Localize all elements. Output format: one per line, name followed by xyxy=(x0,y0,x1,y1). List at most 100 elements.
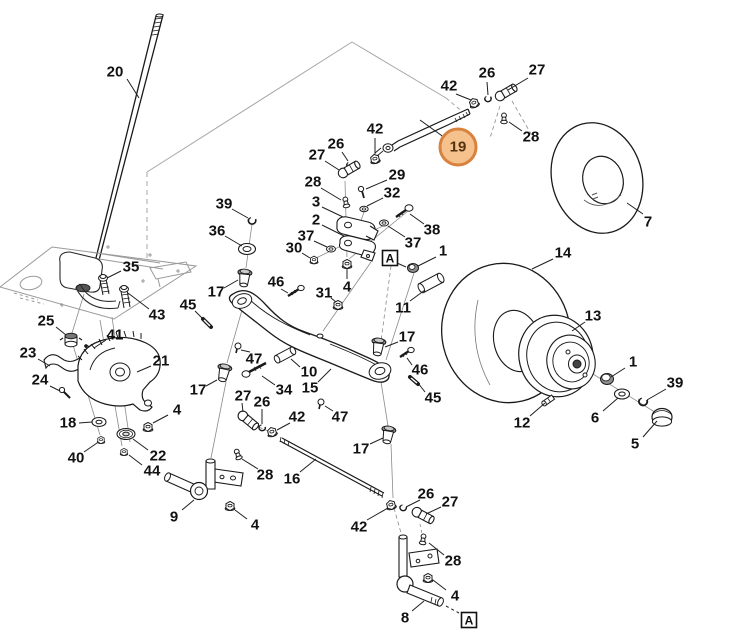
callout-26[interactable]: 26 xyxy=(418,486,435,503)
callout-27[interactable]: 27 xyxy=(235,388,252,405)
callout-17[interactable]: 17 xyxy=(208,284,225,301)
callout-28[interactable]: 28 xyxy=(445,553,462,570)
part-nut-31 xyxy=(332,299,344,311)
part-bushing-17c xyxy=(379,424,397,446)
callout-19[interactable]: 19 xyxy=(450,139,467,156)
callout-20[interactable]: 20 xyxy=(107,64,124,81)
callout-9[interactable]: 9 xyxy=(170,509,178,526)
part-nut-40 xyxy=(96,435,106,445)
part-ball-stud-47b xyxy=(317,398,325,410)
callout-17[interactable]: 17 xyxy=(353,441,370,458)
callout-23[interactable]: 23 xyxy=(20,345,37,362)
callout-3[interactable]: 3 xyxy=(312,194,320,211)
callout-leader xyxy=(194,310,204,320)
part-nut-42b xyxy=(368,153,382,165)
callout-leader xyxy=(261,375,276,386)
callout-7[interactable]: 7 xyxy=(644,214,652,231)
callout-leader xyxy=(83,442,98,453)
marker-leader xyxy=(396,262,407,268)
callout-17[interactable]: 17 xyxy=(399,329,416,346)
callout-28[interactable]: 28 xyxy=(523,129,540,146)
callout-24[interactable]: 24 xyxy=(32,372,49,389)
part-pin-45-left xyxy=(201,317,213,329)
callout-36[interactable]: 36 xyxy=(209,223,226,240)
callout-42[interactable]: 42 xyxy=(289,409,306,426)
callout-42[interactable]: 42 xyxy=(367,121,384,138)
callout-30[interactable]: 30 xyxy=(286,240,303,257)
callout-42[interactable]: 42 xyxy=(441,78,458,95)
callout-6[interactable]: 6 xyxy=(591,410,599,427)
callout-leader xyxy=(642,420,658,438)
callout-leader xyxy=(405,499,421,508)
part-clip-26a xyxy=(483,94,493,104)
callout-leader xyxy=(455,93,472,101)
callout-14[interactable]: 14 xyxy=(555,245,572,262)
callout-10[interactable]: 10 xyxy=(301,364,318,381)
callout-12[interactable]: 12 xyxy=(514,415,531,432)
part-bushing-17a xyxy=(235,267,253,288)
callout-4[interactable]: 4 xyxy=(343,279,352,296)
callout-29[interactable]: 29 xyxy=(389,167,406,184)
callout-32[interactable]: 32 xyxy=(384,185,401,202)
callout-4[interactable]: 4 xyxy=(451,588,460,605)
callout-27[interactable]: 27 xyxy=(442,494,459,511)
callout-15[interactable]: 15 xyxy=(302,380,319,397)
callout-39[interactable]: 39 xyxy=(667,375,684,392)
part-nut-42a xyxy=(467,96,481,110)
callout-leader xyxy=(411,600,425,612)
callout-18[interactable]: 18 xyxy=(60,415,77,432)
part-steering-shaft-20 xyxy=(92,13,164,271)
callout-27[interactable]: 27 xyxy=(529,62,546,79)
callout-5[interactable]: 5 xyxy=(631,436,639,453)
callout-44[interactable]: 44 xyxy=(144,463,161,480)
callout-26[interactable]: 26 xyxy=(254,394,271,411)
callout-1[interactable]: 1 xyxy=(439,243,447,260)
callout-31[interactable]: 31 xyxy=(316,285,333,302)
callout-25[interactable]: 25 xyxy=(38,313,55,330)
callout-21[interactable]: 21 xyxy=(153,353,170,370)
part-sleeve-10 xyxy=(273,346,297,364)
callout-leader xyxy=(602,397,619,412)
callout-8[interactable]: 8 xyxy=(401,610,409,627)
callout-26[interactable]: 26 xyxy=(479,65,496,82)
callout-45[interactable]: 45 xyxy=(180,297,197,314)
callout-27[interactable]: 27 xyxy=(309,147,326,164)
callout-leader xyxy=(205,379,218,387)
part-steering-support xyxy=(59,251,121,310)
callout-22[interactable]: 22 xyxy=(150,448,167,465)
callout-37[interactable]: 37 xyxy=(298,228,315,245)
callout-4[interactable]: 4 xyxy=(173,402,182,419)
callout-46[interactable]: 46 xyxy=(412,362,429,379)
callout-40[interactable]: 40 xyxy=(68,450,85,467)
callout-38[interactable]: 38 xyxy=(424,222,441,239)
callout-35[interactable]: 35 xyxy=(123,259,140,276)
callout-1[interactable]: 1 xyxy=(629,354,637,371)
callout-13[interactable]: 13 xyxy=(585,308,602,325)
callout-leader xyxy=(384,341,399,348)
callout-47[interactable]: 47 xyxy=(246,351,263,368)
callout-46[interactable]: 46 xyxy=(268,274,285,291)
callout-28[interactable]: 28 xyxy=(257,467,274,484)
highlighted-part-circle[interactable] xyxy=(438,127,478,167)
part-bushing-17b xyxy=(369,336,387,358)
part-nut-30 xyxy=(309,255,319,265)
callout-37[interactable]: 37 xyxy=(405,235,422,252)
callout-39[interactable]: 39 xyxy=(216,196,233,213)
callout-leader xyxy=(610,367,626,378)
callout-leader xyxy=(409,213,425,225)
callout-26[interactable]: 26 xyxy=(328,136,345,153)
callout-17[interactable]: 17 xyxy=(190,382,207,399)
callout-2[interactable]: 2 xyxy=(312,212,320,229)
callout-leader xyxy=(419,119,446,139)
callout-47[interactable]: 47 xyxy=(332,409,349,426)
part-washer-37-left xyxy=(326,245,336,253)
callout-16[interactable]: 16 xyxy=(284,471,301,488)
callout-42[interactable]: 42 xyxy=(351,519,368,536)
callout-45[interactable]: 45 xyxy=(425,390,442,407)
callout-4[interactable]: 4 xyxy=(251,517,260,534)
callout-34[interactable]: 34 xyxy=(276,382,293,399)
callout-41[interactable]: 41 xyxy=(107,327,124,344)
callout-43[interactable]: 43 xyxy=(149,307,166,324)
callout-11[interactable]: 11 xyxy=(395,300,411,317)
callout-28[interactable]: 28 xyxy=(305,174,322,191)
